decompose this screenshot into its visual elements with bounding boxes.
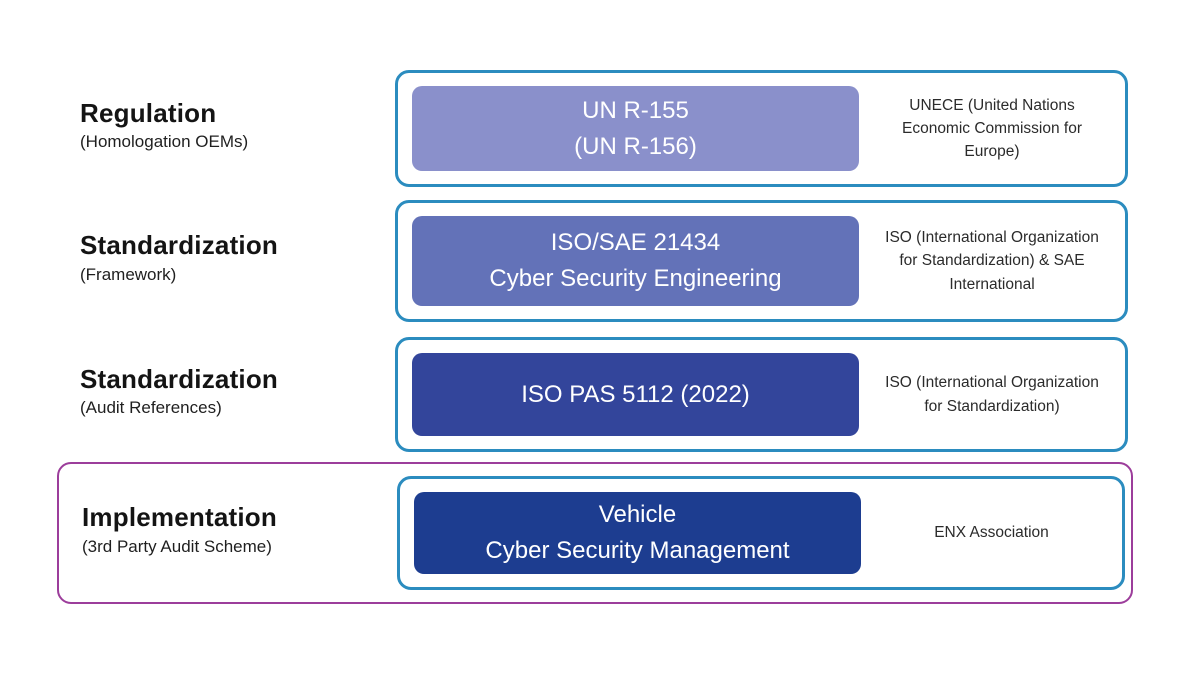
row-implementation-standard-line2: Cyber Security Management [485, 537, 790, 564]
row-audit-container: ISO PAS 5112 (2022) ISO (International O… [395, 337, 1128, 452]
row-implementation-standard-box: Vehicle Cyber Security Management [414, 492, 861, 574]
row-standardization-framework: Standardization (Framework) ISO/SAE 2143… [0, 200, 1200, 322]
row-regulation-container: UN R-155 (UN R-156) UNECE (United Nation… [395, 70, 1128, 187]
row-regulation-standard-line2: (UN R-156) [574, 132, 697, 160]
row-audit-standard-line1: ISO PAS 5112 (2022) [521, 380, 750, 408]
row-implementation-subtitle: (3rd Party Audit Scheme) [82, 536, 272, 556]
row-regulation-standard-line1: UN R-155 [582, 96, 689, 124]
row-audit-organization: ISO (International Organization for Stan… [885, 374, 1099, 415]
row-regulation-organization: UNECE (United Nations Economic Commissio… [901, 96, 1083, 161]
row-implementation-standard-line1: Vehicle [598, 501, 677, 528]
row-framework-standard-box: ISO/SAE 21434 Cyber Security Engineering [412, 216, 859, 306]
row-framework-organization: ISO (International Organization for Stan… [885, 229, 1099, 293]
row-framework-subtitle: (Framework) [80, 264, 177, 284]
row-regulation-standard-box: UN R-155 (UN R-156) [412, 86, 859, 171]
row-implementation-label-block: Implementation (3rd Party Audit Scheme) [82, 501, 277, 558]
row-audit-title: Standardization [80, 363, 279, 394]
row-implementation-container: Vehicle Cyber Security Management ENX As… [397, 476, 1125, 590]
row-implementation-organization: ENX Association [934, 524, 1049, 542]
row-framework-label-block: Standardization (Framework) [80, 229, 278, 286]
row-audit-standard-box: ISO PAS 5112 (2022) [412, 353, 859, 436]
row-standardization-audit: Standardization (Audit References) ISO P… [0, 337, 1200, 452]
row-regulation-label-block: Regulation (Homologation OEMs) [80, 96, 248, 153]
row-framework-standard-line1: ISO/SAE 21434 [550, 229, 721, 256]
row-regulation-title: Regulation [80, 97, 217, 128]
row-implementation: Implementation (3rd Party Audit Scheme) … [59, 464, 1131, 602]
row-audit-label-block: Standardization (Audit References) [80, 362, 278, 419]
row-regulation-subtitle: (Homologation OEMs) [80, 131, 249, 151]
row-framework-title: Standardization [80, 229, 279, 260]
row-implementation-title: Implementation [82, 501, 277, 532]
row-regulation: Regulation (Homologation OEMs) UN R-155 … [0, 70, 1200, 187]
row-framework-container: ISO/SAE 21434 Cyber Security Engineering… [395, 200, 1128, 322]
implementation-highlight-border: Implementation (3rd Party Audit Scheme) … [57, 462, 1133, 604]
row-framework-standard-line2: Cyber Security Engineering [489, 265, 782, 292]
row-audit-subtitle: (Audit References) [80, 397, 222, 417]
